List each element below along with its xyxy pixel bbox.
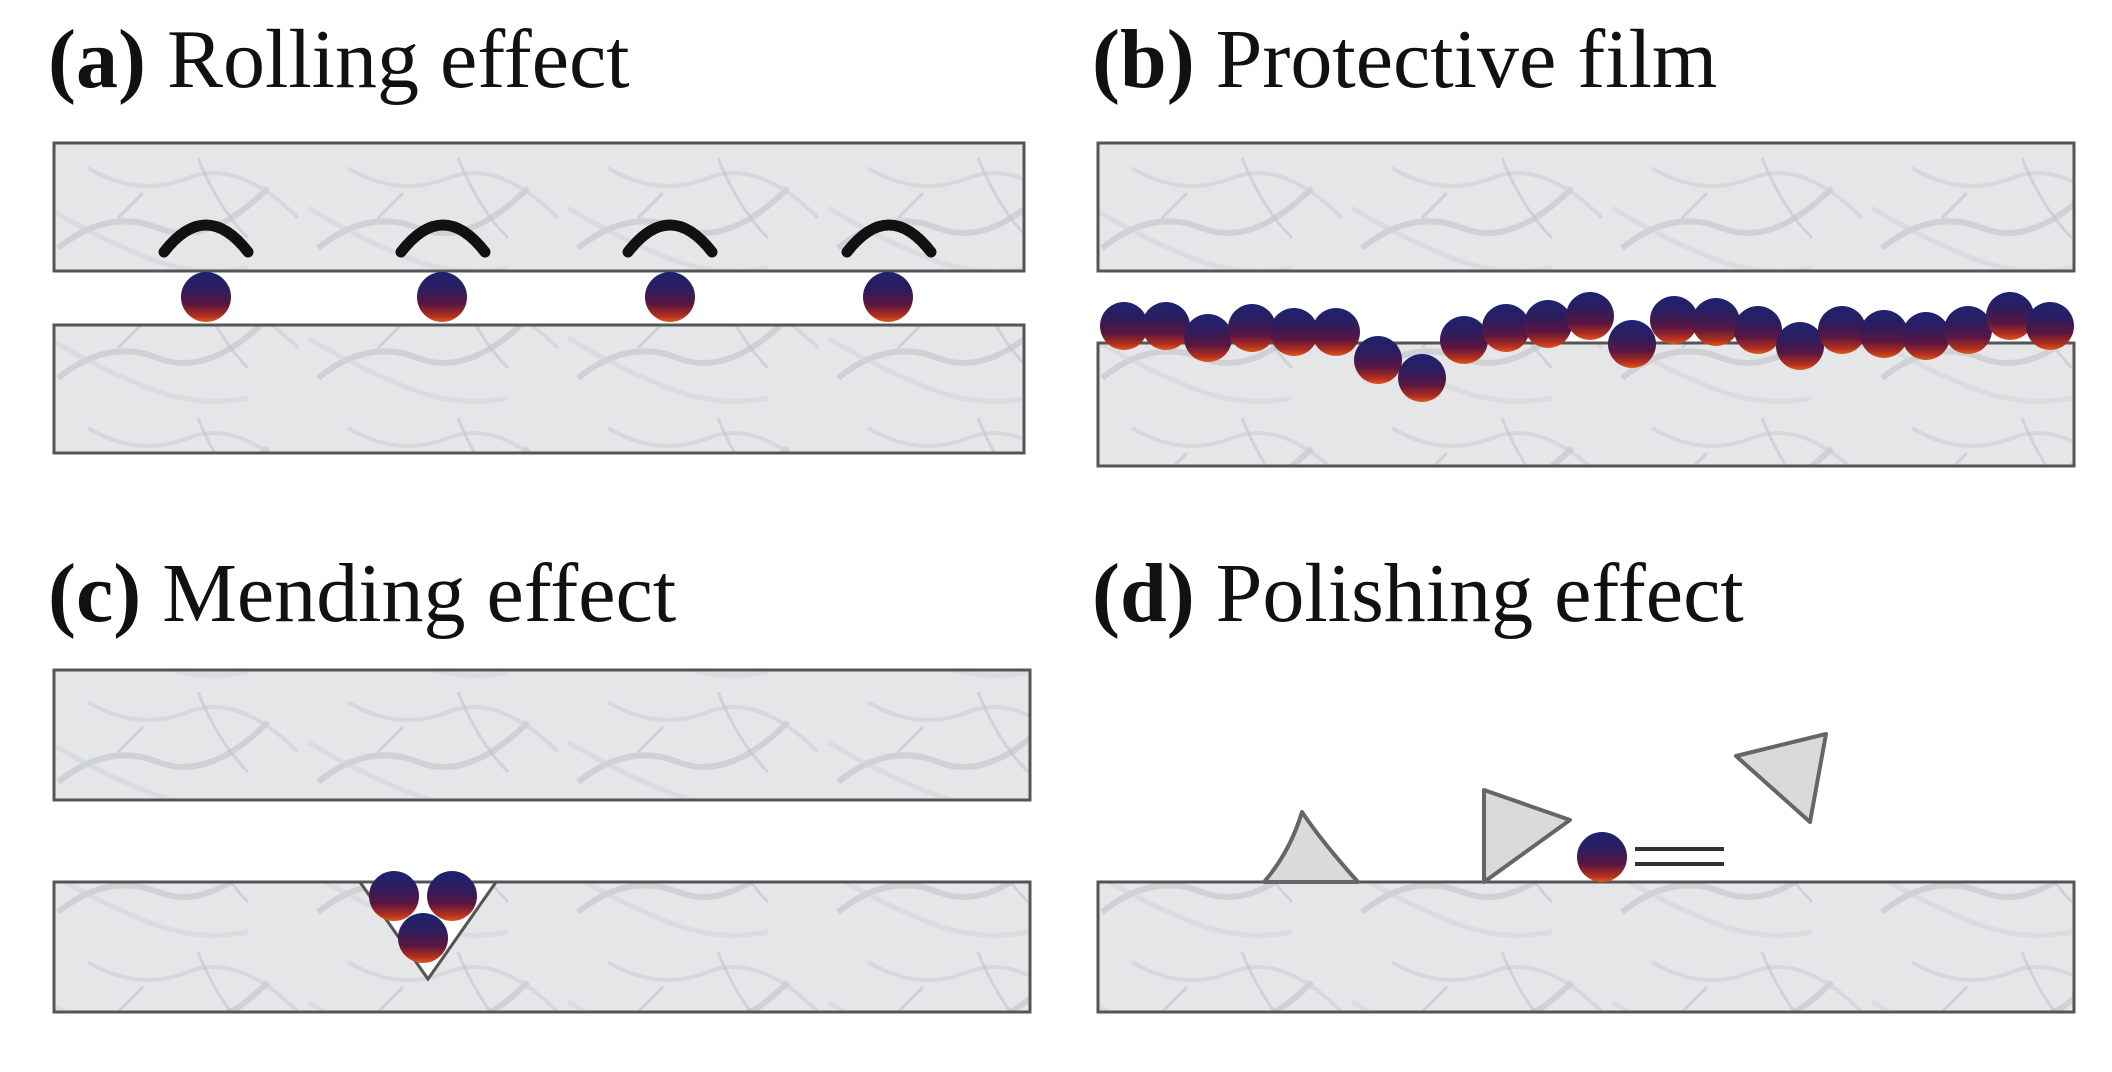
wear-debris [1482, 788, 1572, 884]
panel-title-text: Mending effect [162, 547, 677, 640]
nanoparticle [1577, 832, 1627, 882]
panel-polishing-effect: (d) Polishing effect [1092, 552, 2092, 1052]
nanoparticle [398, 913, 448, 963]
nanoparticle [417, 272, 467, 322]
panel-mending-effect: (c) Mending effect [48, 552, 1048, 1052]
panel-title: (c) Mending effect [48, 552, 676, 636]
nanoparticle [1818, 306, 1866, 354]
panel-title-text: Rolling effect [166, 13, 630, 106]
rolling-particle-2 [395, 219, 491, 322]
panel-rolling-effect: (a) Rolling effect [48, 18, 1048, 518]
curved-arrow-icon [841, 219, 937, 258]
panel-title: (a) Rolling effect [48, 18, 630, 102]
panel-protective-film: (b) Protective film [1092, 18, 2092, 518]
wear-debris [1262, 810, 1360, 884]
nanoparticle [1692, 298, 1740, 346]
protective-film-scene [1096, 141, 2076, 468]
nanoparticle [1142, 302, 1190, 350]
nanoparticle [1184, 314, 1232, 362]
nanoparticle [1902, 312, 1950, 360]
nanoparticle [645, 272, 695, 322]
nanoparticle [1608, 320, 1656, 368]
panel-tag: (d) [1092, 547, 1195, 640]
upper-plate [52, 141, 1026, 273]
lower-plate [52, 323, 1026, 455]
curved-arrow-icon [158, 219, 254, 258]
nanoparticle [1440, 316, 1488, 364]
nanoparticle [1100, 302, 1148, 350]
nanoparticle [1398, 354, 1446, 402]
rolling-particle-3 [622, 219, 718, 322]
panel-tag: (a) [48, 13, 146, 106]
upper-plate [52, 668, 1032, 802]
protective-film-layer [1100, 292, 2074, 402]
nanoparticle [181, 272, 231, 322]
panel-title: (b) Protective film [1092, 18, 1717, 102]
upper-plate [1096, 141, 2076, 273]
nanoparticle [1860, 310, 1908, 358]
nanoparticle [1734, 306, 1782, 354]
wear-debris [1734, 732, 1828, 824]
nanoparticle [1944, 306, 1992, 354]
panel-title-text: Protective film [1215, 13, 1718, 106]
mending-scene [52, 668, 1032, 1014]
nanoparticle [1270, 308, 1318, 356]
motion-lines [1635, 847, 1724, 866]
nanoparticle [1776, 322, 1824, 370]
rolling-particle-4 [841, 219, 937, 322]
panel-title-text: Polishing effect [1215, 547, 1744, 640]
nanoparticle [863, 272, 913, 322]
polishing-scene [1096, 732, 2076, 1014]
panel-tag: (b) [1092, 13, 1195, 106]
nanoparticle [1312, 308, 1360, 356]
curved-arrow-icon [395, 219, 491, 258]
nanoparticle [1354, 336, 1402, 384]
nanoparticle [1650, 296, 1698, 344]
nanoparticle [1524, 300, 1572, 348]
lower-plate [1096, 880, 2076, 1014]
nanoparticle [1482, 304, 1530, 352]
panel-title: (d) Polishing effect [1092, 552, 1744, 636]
lower-plate [1096, 341, 2076, 468]
panel-tag: (c) [48, 547, 142, 640]
rolling-scene [52, 141, 1026, 455]
rolling-particle-1 [158, 219, 254, 322]
nanoparticle [1986, 292, 2034, 340]
nanoparticle [427, 871, 477, 921]
nanoparticle [2026, 302, 2074, 350]
lower-plate-with-groove [52, 880, 1032, 1014]
nanoparticle [1228, 304, 1276, 352]
nanoparticle [1566, 292, 1614, 340]
mending-particles [369, 871, 477, 963]
nanoparticle [369, 871, 419, 921]
curved-arrow-icon [622, 219, 718, 258]
